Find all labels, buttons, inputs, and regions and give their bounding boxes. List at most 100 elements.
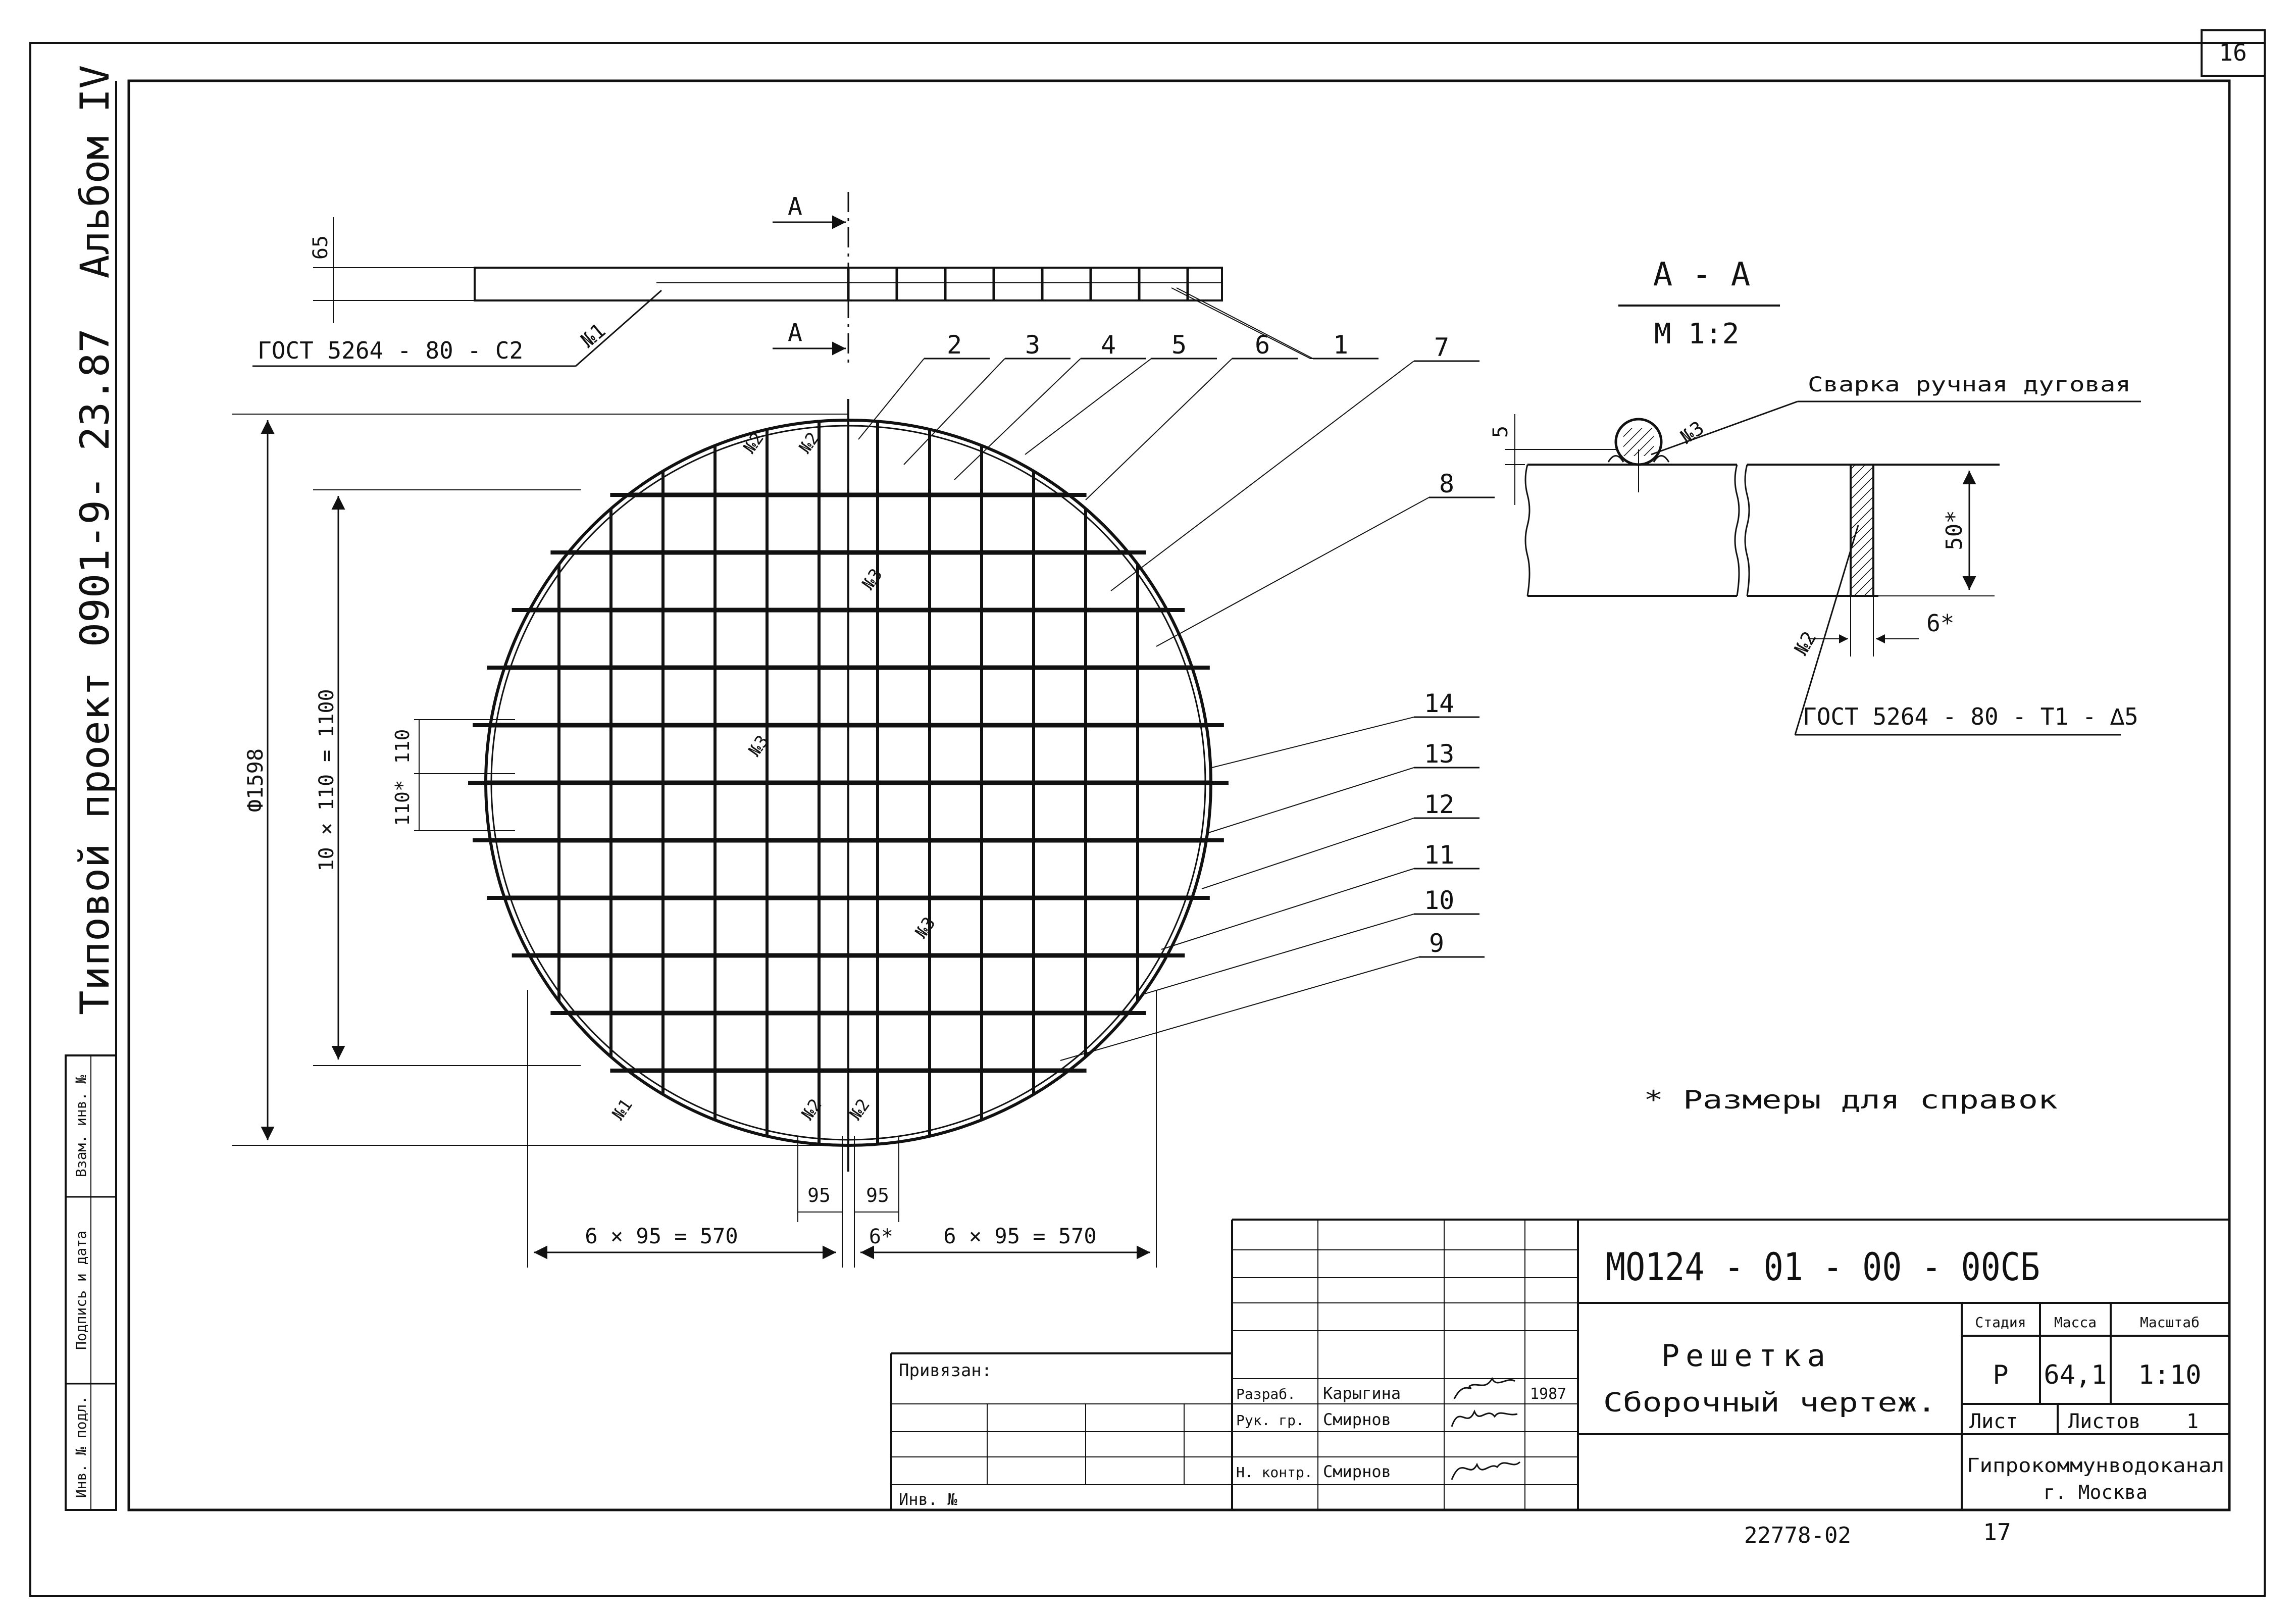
callout-leader (858, 358, 925, 440)
callout-number: 9 (1429, 929, 1444, 958)
weld-tag-2: №2 (1790, 628, 1821, 659)
callout-number: 11 (1424, 840, 1454, 870)
top-view-bars (847, 268, 1189, 300)
callout-leader (1176, 287, 1313, 359)
drawing-code: МО124 - 01 - 00 - 00СБ (1606, 1244, 2040, 1289)
reference-note: * Размеры для справок (1644, 1085, 2058, 1115)
signature (1453, 1377, 1515, 1399)
sheet-number: 16 (2219, 39, 2247, 66)
weld-tag-plan: №3 (858, 565, 887, 593)
callout-number: 7 (1434, 333, 1449, 362)
dim-pitch-ref: 110* (391, 780, 414, 826)
val-scale: 1:10 (2138, 1360, 2201, 1390)
section-mark-bottom: А (788, 319, 802, 347)
callout-number: 2 (947, 330, 962, 360)
side-strip: Альбом IV Типовой проект 0901-9- 23.87 И… (65, 65, 118, 1511)
dim-diameter: Ф1598 (243, 748, 268, 812)
weld-tag-plan: №3 (745, 732, 773, 760)
drawing-name: Решетка (1661, 1338, 1831, 1374)
weld-note-c2: ГОСТ 5264 - 80 - С2 (258, 337, 523, 364)
role-label: Рук. гр. (1236, 1412, 1304, 1429)
callout-leader (1060, 956, 1419, 1061)
role-name: Смирнов (1323, 1462, 1391, 1481)
order-number: 22778-02 (1744, 1523, 1851, 1548)
callout-leader (954, 358, 1081, 480)
callout-leader (903, 358, 1005, 465)
weld-tag-top: №1 (577, 319, 610, 352)
dim-bottom-left: 6 × 95 = 570 (585, 1224, 738, 1248)
footer-page: 17 (1983, 1519, 2011, 1546)
dim-6: 6* (1926, 610, 1954, 637)
inv-no: Инв. № (899, 1490, 957, 1509)
callout-leader (1211, 717, 1414, 768)
plan-view: Ф1598 10 × 110 = 1100 110 110* 95 95 6 ×… (232, 287, 1495, 1268)
weld-tag-plan: №1 (608, 1095, 637, 1124)
dim-95-right: 95 (866, 1184, 889, 1206)
role-year: 1987 (1530, 1385, 1566, 1403)
org-name: Гипрокоммунводоканал (1967, 1454, 2224, 1477)
section-scale: М 1:2 (1654, 318, 1740, 350)
callout-number: 8 (1439, 469, 1454, 498)
section-title: А - А (1653, 256, 1751, 293)
dim-pitch: 110 (391, 729, 414, 764)
callout-number: 1 (1333, 330, 1348, 360)
dim-bottom-mid: 6* (869, 1225, 893, 1248)
dim-bottom-right: 6 × 95 = 570 (943, 1224, 1096, 1248)
dim-height-65: 65 (309, 235, 332, 260)
hdr-mass: Масса (2054, 1314, 2097, 1331)
drawing-type: Сборочный чертеж. (1603, 1388, 1936, 1418)
signature (1451, 1409, 1518, 1427)
dim-5: 5 (1489, 426, 1512, 438)
role-label: Н. контр. (1236, 1464, 1313, 1481)
callout-leader (1156, 497, 1430, 647)
signature (1451, 1461, 1521, 1480)
callout-leader (1085, 358, 1233, 500)
callout-number: 5 (1171, 330, 1187, 360)
val-stage: Р (1993, 1360, 2008, 1390)
role-name: Смирнов (1323, 1410, 1391, 1429)
title-block: Привязан: Инв. № Разраб. Карыгина 1987 Р… (890, 1219, 2229, 1510)
callout-number: 12 (1424, 790, 1454, 819)
privyazan: Привязан: (899, 1360, 992, 1381)
weld-tag-plan: №2 (846, 1095, 874, 1124)
role-label: Разраб. (1236, 1386, 1296, 1402)
role-name: Карыгина (1323, 1384, 1401, 1403)
dim-50: 50* (1942, 510, 1967, 550)
callout-leader (1110, 361, 1414, 591)
callout-number: 4 (1101, 330, 1116, 360)
sheets-value: 1 (2186, 1410, 2199, 1433)
section-aa: А - А М 1:2 5 50* 6* Сварка ручная дугов… (1489, 256, 2141, 736)
callout-number: 10 (1424, 886, 1454, 915)
dim-pitch-total: 10 × 110 = 1100 (315, 689, 338, 871)
stamp-cell-sign: Подпись и дата (73, 1231, 89, 1350)
gost-t1: ГОСТ 5264 - 80 - Т1 - ∆5 (1803, 703, 2138, 730)
dim-95-left: 95 (807, 1184, 831, 1206)
callout-leader (1141, 914, 1414, 995)
top-view: А А 65 ГОСТ 5264 - 80 - С2 №1 (252, 192, 1353, 367)
sheets-label: Листов (2068, 1410, 2141, 1433)
val-mass: 64,1 (2044, 1360, 2107, 1390)
callout-leader (1025, 358, 1152, 455)
album-label: Альбом IV (73, 65, 118, 279)
org-city: г. Москва (2044, 1481, 2148, 1503)
stamp-cell-replace: Взам. инв. № (73, 1075, 89, 1177)
callout-leader (1206, 767, 1414, 834)
section-mark-top: А (788, 192, 802, 221)
weld-tag-plan: №3 (911, 914, 940, 942)
weld-tag-plan: №2 (740, 429, 768, 457)
callout-leader (1161, 868, 1414, 950)
callout-number: 6 (1255, 330, 1270, 360)
stamp-cell-inv: Инв. № подл. (73, 1396, 89, 1498)
sheet-frames (29, 29, 2266, 1597)
hdr-scale: Масштаб (2140, 1314, 2200, 1331)
callout-number: 3 (1025, 330, 1040, 360)
callout-number: 13 (1424, 739, 1454, 769)
weld-label: Сварка ручная дуговая (1808, 373, 2131, 396)
weld-tag-plan: №2 (798, 1095, 826, 1124)
project-title: Типовой проект 0901-9- 23.87 (73, 328, 118, 1015)
sheet-label: Лист (1969, 1410, 2018, 1433)
callout-number: 14 (1424, 689, 1454, 718)
callout-leader (1201, 818, 1414, 889)
